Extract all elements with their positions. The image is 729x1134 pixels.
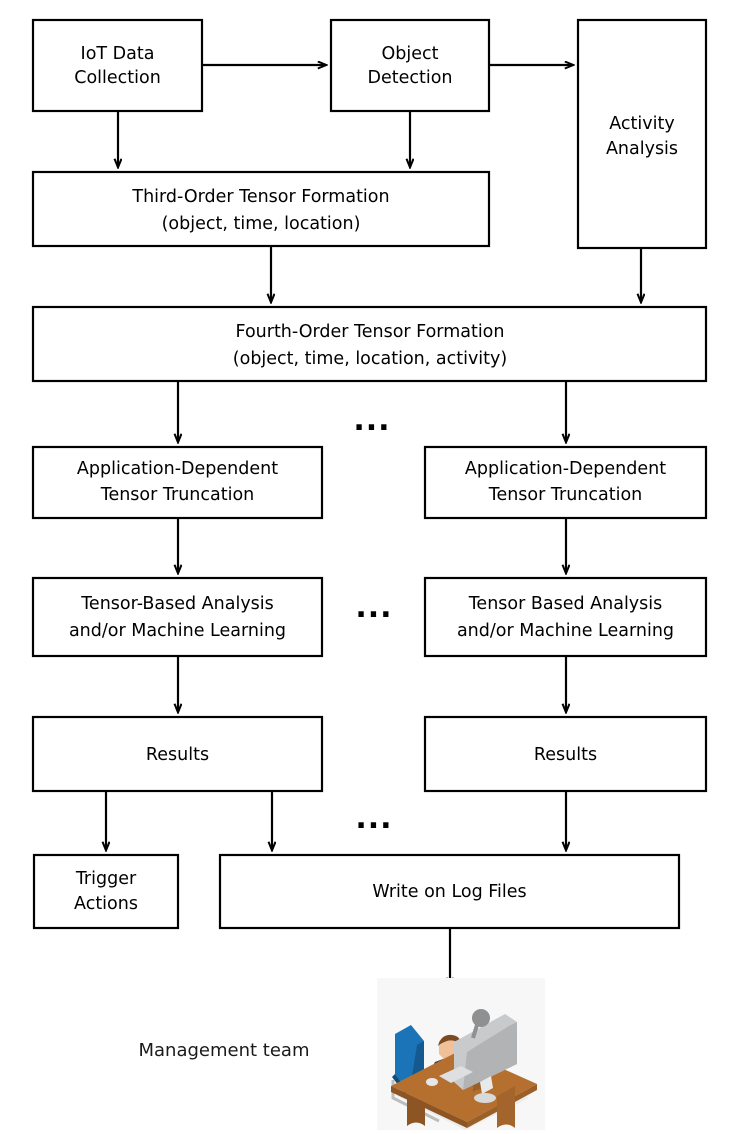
node-box-results-right <box>423 715 708 793</box>
node-label-truncation-left-line2: Tensor Truncation <box>100 485 255 505</box>
mouse <box>426 1078 438 1086</box>
node-label-analysis-right-line2: and/or Machine Learning <box>457 621 674 641</box>
node-label-truncation-right-line2: Tensor Truncation <box>488 485 643 505</box>
management-team-caption: Management team <box>139 1040 310 1061</box>
node-results-left: Results <box>31 715 324 793</box>
node-results-right: Results <box>423 715 708 793</box>
node-box-tensor-truncation-left <box>31 445 324 520</box>
node-third-order-tensor-formation: Third-Order Tensor Formation (object, ti… <box>31 170 491 248</box>
node-iot-data-collection: IoT Data Collection <box>31 18 204 113</box>
node-label-third-order-line1: Third-Order Tensor Formation <box>131 187 389 207</box>
monitor-base <box>474 1093 496 1103</box>
node-label-iot-data-collection-line1: IoT Data <box>81 44 155 64</box>
node-box-activity-analysis <box>576 18 708 250</box>
node-box-third-order-tensor-formation <box>31 170 491 248</box>
node-tensor-truncation-right: Application-Dependent Tensor Truncation <box>423 445 708 520</box>
node-label-activity-analysis-line1: Activity <box>609 114 674 134</box>
node-box-tensor-analysis-left <box>31 576 324 658</box>
node-label-results-right: Results <box>534 745 597 765</box>
edges-layer <box>106 65 641 986</box>
monitor-stand <box>480 1076 493 1094</box>
node-label-trigger-actions-line2: Actions <box>74 894 138 914</box>
node-label-object-detection-line2: Detection <box>367 68 452 88</box>
node-label-fourth-order-line1: Fourth-Order Tensor Formation <box>236 322 505 342</box>
node-object-detection: Object Detection <box>329 18 491 113</box>
desk-leg-left <box>407 1094 425 1126</box>
node-write-on-log-files: Write on Log Files <box>218 853 681 930</box>
node-fourth-order-tensor-formation: Fourth-Order Tensor Formation (object, t… <box>31 305 708 383</box>
node-label-truncation-left-line1: Application-Dependent <box>77 459 278 479</box>
workstation-illustration-canvas <box>377 978 545 1130</box>
ellipsis-analysis-row: ... <box>355 590 392 625</box>
monitor-screen-shade <box>463 1022 517 1090</box>
node-label-analysis-right-line1: Tensor Based Analysis <box>468 594 663 614</box>
node-box-trigger-actions <box>32 853 180 930</box>
ellipsis-truncation-row: ... <box>353 403 390 438</box>
node-label-trigger-actions-line1: Trigger <box>75 869 137 889</box>
node-label-third-order-line2: (object, time, location) <box>162 214 361 234</box>
webcam-arm <box>471 1024 479 1039</box>
node-label-activity-analysis-line2: Analysis <box>606 139 678 159</box>
desk-leg-right <box>497 1086 515 1128</box>
node-label-fourth-order-line2: (object, time, location, activity) <box>233 349 507 369</box>
node-box-tensor-analysis-right <box>423 576 708 658</box>
node-box-tensor-truncation-right <box>423 445 708 520</box>
node-label-analysis-left-line1: Tensor-Based Analysis <box>80 594 274 614</box>
management-team-illustration <box>377 978 545 1130</box>
node-activity-analysis: Activity Analysis <box>576 18 708 250</box>
node-box-write-on-log-files <box>218 853 681 930</box>
node-label-truncation-right-line1: Application-Dependent <box>465 459 666 479</box>
node-label-write-on-log-files: Write on Log Files <box>372 882 526 902</box>
ellipses-layer: ... ... ... <box>353 403 392 836</box>
node-label-results-left: Results <box>146 745 209 765</box>
node-tensor-analysis-left: Tensor-Based Analysis and/or Machine Lea… <box>31 576 324 658</box>
node-box-object-detection <box>329 18 491 113</box>
node-box-fourth-order-tensor-formation <box>31 305 708 383</box>
node-tensor-analysis-right: Tensor Based Analysis and/or Machine Lea… <box>423 576 708 658</box>
node-box-iot-data-collection <box>31 18 204 113</box>
node-label-analysis-left-line2: and/or Machine Learning <box>69 621 286 641</box>
node-box-results-left <box>31 715 324 793</box>
node-trigger-actions: Trigger Actions <box>32 853 180 930</box>
person-hair <box>438 1034 461 1046</box>
ellipsis-results-row: ... <box>355 801 392 836</box>
node-label-iot-data-collection-line2: Collection <box>74 68 161 88</box>
node-label-object-detection-line1: Object <box>382 44 439 64</box>
keyboard <box>439 1066 473 1083</box>
nodes-layer: IoT Data Collection Object Detection Act… <box>31 18 708 930</box>
node-tensor-truncation-left: Application-Dependent Tensor Truncation <box>31 445 324 520</box>
webcam-head <box>472 1009 490 1027</box>
